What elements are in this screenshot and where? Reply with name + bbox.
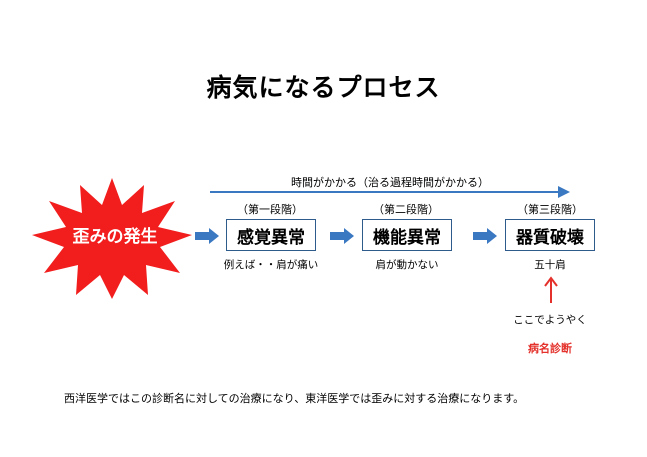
- footnote: 西洋医学ではこの診断名に対しての治療になり、東洋医学では歪みに対する治療になりま…: [64, 392, 525, 405]
- stage-3-caption: 五十肩: [534, 259, 566, 271]
- stage-3-label: （第三段階）: [517, 203, 583, 216]
- stage-3-box: 器質破壊: [505, 219, 595, 251]
- annotation-text: ここでようやく: [513, 314, 587, 326]
- page-title: 病気になるプロセス: [206, 73, 441, 102]
- stage-1-box: 感覚異常: [226, 219, 316, 251]
- red-up-arrow: [544, 276, 558, 303]
- stage-2-label: （第二段階）: [373, 203, 439, 216]
- burst-label: 歪みの発生: [72, 227, 158, 247]
- diagnosis-label: 病名診断: [528, 342, 572, 355]
- stage-2-caption: 肩が動かない: [375, 259, 439, 271]
- flow-arrow-1: [195, 228, 219, 244]
- stage-1-label: （第一段階）: [237, 203, 303, 216]
- distortion-burst: [32, 178, 192, 299]
- stage-2-box: 機能異常: [362, 219, 452, 251]
- flow-arrow-2: [330, 228, 354, 244]
- timeline-label: 時間がかかる（治る過程時間がかかる）: [291, 176, 489, 189]
- flow-arrow-3: [473, 228, 497, 244]
- stage-1-caption: 例えば・・肩が痛い: [223, 259, 319, 271]
